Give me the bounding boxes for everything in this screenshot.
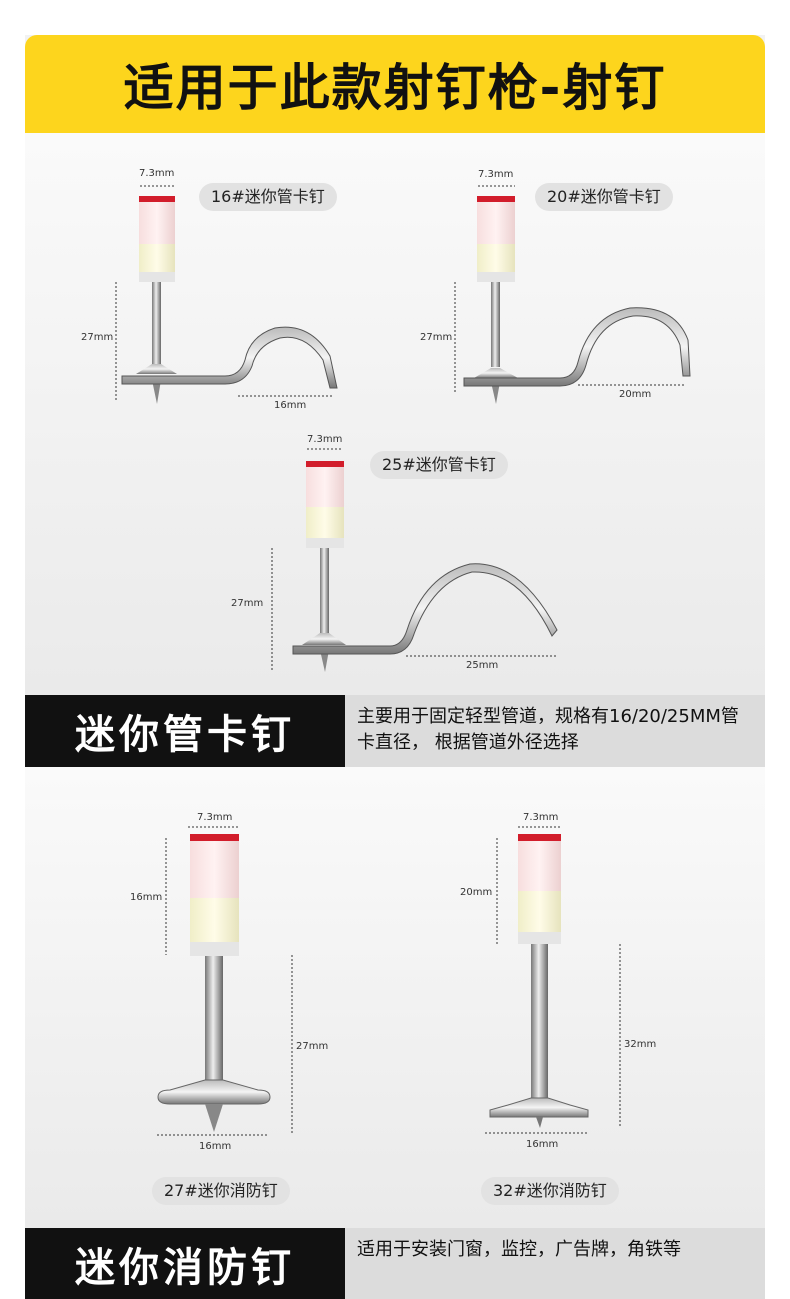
- nail-20-name: 20#迷你管卡钉: [535, 183, 673, 211]
- nail-25-name: 25#迷你管卡钉: [370, 451, 508, 479]
- nail-32-width-label: 7.3mm: [523, 812, 559, 823]
- pipe-clip-title: 迷你管卡钉: [25, 695, 345, 767]
- nail-32-load-label: 20mm: [460, 887, 493, 898]
- fire-nail-32-name: 32#迷你消防钉: [481, 1177, 619, 1205]
- nail-27-shank-label: 27mm: [296, 1041, 329, 1052]
- page-title: 适用于此款射钉枪-射钉: [123, 59, 667, 117]
- page-header: 适用于此款射钉枪-射钉: [25, 35, 765, 133]
- fire-nail-title: 迷你消防钉: [25, 1228, 345, 1299]
- nail-25-width-label: 7.3mm: [307, 434, 343, 445]
- fire-nail-27-name: 27#迷你消防钉: [152, 1177, 290, 1205]
- nail-25-span-label: 25mm: [466, 660, 499, 671]
- fire-nail-banner: 迷你消防钉 适用于安装门窗，监控，广告牌，角铁等: [25, 1228, 765, 1299]
- nail-20-height-label: 27mm: [420, 332, 453, 343]
- nail-16-height-label: 27mm: [81, 332, 114, 343]
- nail-27-load-label: 16mm: [130, 892, 163, 903]
- nail-27-width-label: 7.3mm: [197, 812, 233, 823]
- nail-32-washer-label: 16mm: [526, 1139, 559, 1150]
- nail-16-name: 16#迷你管卡钉: [199, 183, 337, 211]
- pipe-clip-description: 主要用于固定轻型管道，规格有16/20/25MM管卡直径， 根据管道外径选择: [345, 695, 765, 767]
- nail-20-width-label: 7.3mm: [478, 169, 514, 180]
- fire-nail-panel: [25, 767, 765, 1228]
- nail-16-width-label: 7.3mm: [139, 168, 175, 179]
- fire-nail-description: 适用于安装门窗，监控，广告牌，角铁等: [345, 1228, 765, 1299]
- pipe-clip-banner: 迷你管卡钉 主要用于固定轻型管道，规格有16/20/25MM管卡直径， 根据管道…: [25, 695, 765, 767]
- nail-25-height-label: 27mm: [231, 598, 264, 609]
- nail-27-washer-label: 16mm: [199, 1141, 232, 1152]
- nail-20-span-label: 20mm: [619, 389, 652, 400]
- nail-16-span-label: 16mm: [274, 400, 307, 411]
- nail-32-shank-label: 32mm: [624, 1039, 657, 1050]
